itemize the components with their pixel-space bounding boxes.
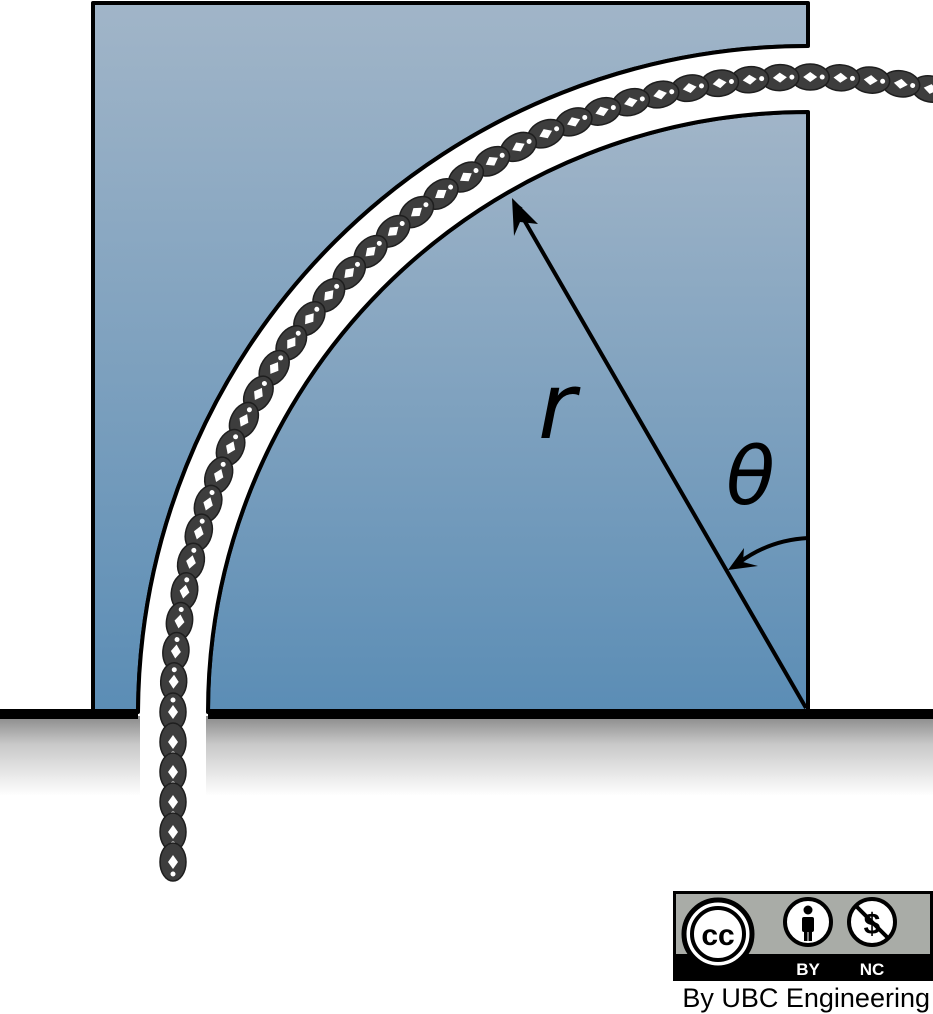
radius-arrowhead [512,198,538,236]
credit-text: By UBC Engineering [682,983,930,1013]
groove-outer-edge [136,44,809,713]
badge-by-label: BY [796,960,820,979]
chain [159,63,933,882]
chain-link [640,80,680,109]
chain-link [159,812,187,852]
chain-link [670,74,710,103]
groove-inner-edge [206,110,809,713]
license-badge: cc $ BY NC By UBC Engineering [673,891,933,1013]
chain-link [611,87,651,117]
radius-label: r [538,353,581,460]
angle-arrowhead [728,548,758,570]
chain-link [159,692,187,732]
chain-link [159,842,187,882]
badge-nc-label: NC [860,960,885,979]
chain-link [820,64,861,92]
chain-link [699,69,740,98]
angle-label: θ [726,430,775,523]
non-commercial-icon: $ [847,897,897,947]
angle-arc [738,536,809,564]
cc-icon-text: cc [701,919,734,952]
radius-arrow [513,201,808,710]
chain-link [170,572,199,612]
chain-link [162,631,190,672]
ground-shadow [0,716,933,796]
attribution-icon [783,897,833,947]
